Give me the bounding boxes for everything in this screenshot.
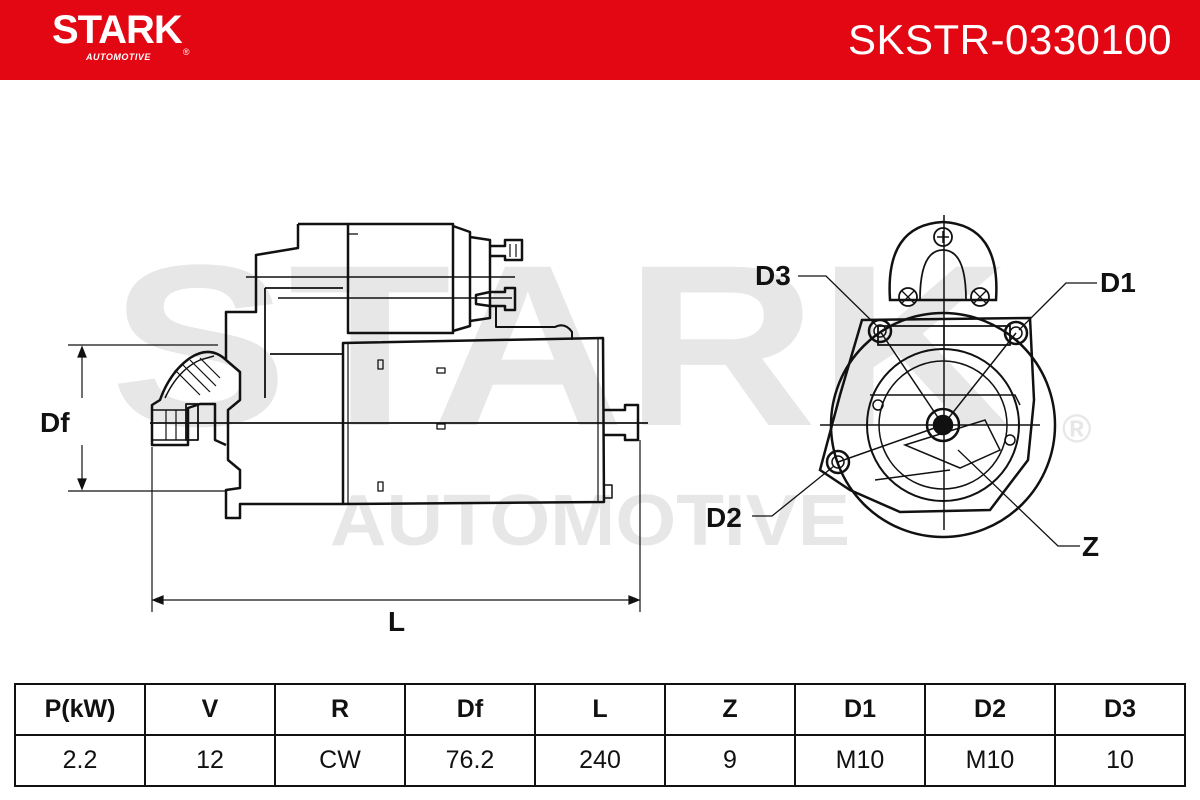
label-d1: D1 <box>1100 267 1136 298</box>
header-d1: D1 <box>794 683 926 736</box>
mount-hole-d3 <box>867 318 893 344</box>
header-df: Df <box>404 683 536 736</box>
value-teeth: 9 <box>664 734 796 787</box>
solenoid-cap <box>888 220 998 302</box>
watermark-sub: AUTOMOTIVE <box>330 481 850 561</box>
specs-value-row: 2.2 12 CW 76.2 240 9 M10 M10 10 <box>14 734 1186 787</box>
dimension-lines <box>68 344 641 612</box>
specs-header-row: P(kW) V R Df L Z D1 D2 D3 <box>14 683 1186 736</box>
solenoid <box>346 222 455 335</box>
starter-side-view <box>150 222 648 520</box>
header-voltage: V <box>144 683 276 736</box>
watermark-main: STARK <box>110 217 1010 474</box>
leader-lines <box>752 275 1097 547</box>
label-l: L <box>388 606 405 637</box>
value-df: 76.2 <box>404 734 536 787</box>
technical-drawing: STARK ® AUTOMOTIVE <box>40 215 1136 637</box>
value-rotation: CW <box>274 734 406 787</box>
value-d3: 10 <box>1054 734 1186 787</box>
mount-hole-d2 <box>825 449 851 475</box>
value-d1: M10 <box>794 734 926 787</box>
header-d3: D3 <box>1054 683 1186 736</box>
terminal-bottom <box>474 286 517 312</box>
solenoid-wire <box>495 305 573 340</box>
header-rotation: R <box>274 683 406 736</box>
drive-housing <box>224 222 348 520</box>
mounting-plate <box>818 316 1036 514</box>
label-d2: D2 <box>706 502 742 533</box>
value-power: 2.2 <box>14 734 146 787</box>
brand-subtitle: AUTOMOTIVE <box>86 52 151 62</box>
starter-front-view <box>818 215 1057 539</box>
value-d2: M10 <box>924 734 1056 787</box>
brand-name: STARK <box>52 8 183 52</box>
watermark: STARK ® AUTOMOTIVE <box>110 217 1091 561</box>
value-voltage: 12 <box>144 734 276 787</box>
label-z: Z <box>1082 531 1099 562</box>
label-df: Df <box>40 407 70 438</box>
value-length: 240 <box>534 734 666 787</box>
watermark-registered: ® <box>1062 407 1091 451</box>
header-bar: STARK® AUTOMOTIVE SKSTR-0330100 <box>0 0 1200 80</box>
brand-logo: STARK® <box>52 8 189 57</box>
specs-table: P(kW) V R Df L Z D1 D2 D3 2.2 12 CW 76.2… <box>14 683 1186 787</box>
header-length: L <box>534 683 666 736</box>
brand-registered-mark: ® <box>182 47 190 57</box>
header-power: P(kW) <box>14 683 146 736</box>
header-teeth: Z <box>664 683 796 736</box>
pinion-nose <box>150 350 227 447</box>
header-d2: D2 <box>924 683 1056 736</box>
part-number: SKSTR-0330100 <box>847 16 1172 63</box>
label-d3: D3 <box>755 260 791 291</box>
terminal-top <box>490 238 524 262</box>
mount-hole-d1 <box>1003 320 1029 346</box>
